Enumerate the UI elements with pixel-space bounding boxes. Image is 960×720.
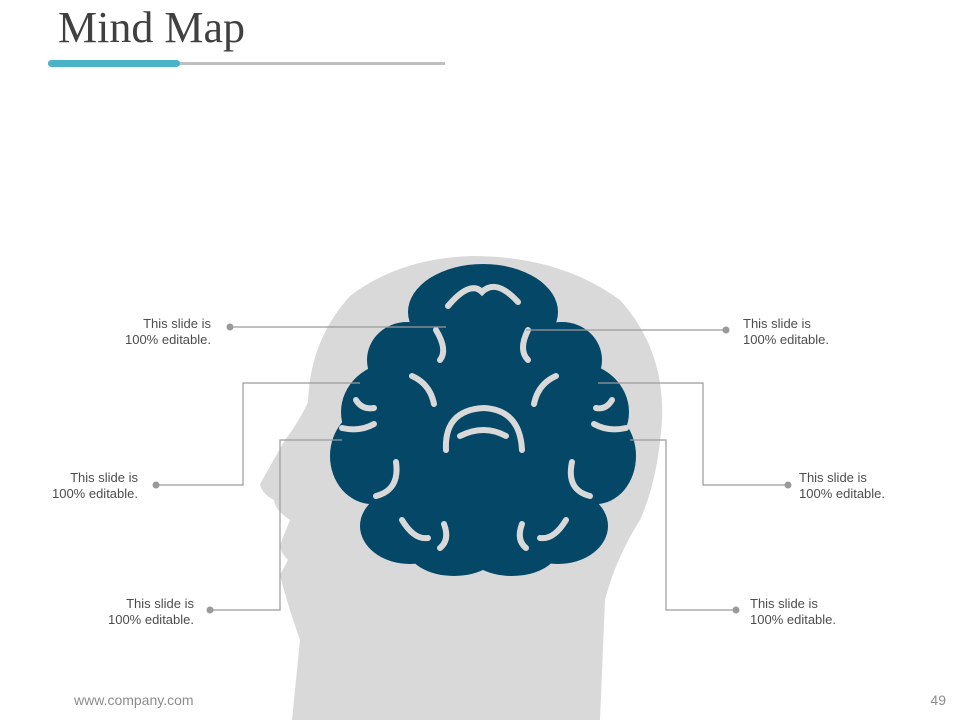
callout-line1: This slide is	[799, 470, 867, 485]
callout-line2: 100% editable.	[107, 612, 194, 627]
callout-label-left-middle: This slide is 100% editable.	[52, 470, 138, 502]
callout-line1: This slide is	[750, 596, 818, 611]
connector-left-bottom	[210, 439, 342, 611]
callout-label-left-bottom: This slide is 100% editable.	[108, 596, 194, 628]
connector-dot	[732, 606, 740, 614]
page-number: 49	[930, 692, 946, 708]
connector-dot	[784, 481, 792, 489]
callout-line2: 100% editable.	[124, 332, 211, 347]
connector-dot	[206, 606, 214, 614]
slide-title: Mind Map	[58, 3, 245, 52]
connector-dot	[722, 326, 730, 334]
title-accent-bar	[48, 60, 180, 67]
footer-url[interactable]: www.company.com	[74, 692, 194, 708]
callout-line2: 100% editable.	[750, 612, 837, 627]
connector-dot	[226, 323, 234, 331]
title-underline	[48, 62, 445, 65]
callout-label-right-top: This slide is 100% editable.	[743, 316, 829, 348]
connector-dot	[152, 481, 160, 489]
callout-line1: This slide is	[70, 470, 138, 485]
callout-line1: This slide is	[743, 316, 811, 331]
callout-line2: 100% editable.	[743, 332, 830, 347]
callout-label-left-top: This slide is 100% editable.	[125, 316, 211, 348]
brain-icon	[330, 264, 636, 576]
callout-line1: This slide is	[126, 596, 194, 611]
connector-right-bottom	[630, 439, 736, 611]
callout-label-right-bottom: This slide is 100% editable.	[750, 596, 836, 628]
callout-line2: 100% editable.	[799, 486, 886, 501]
callout-label-right-middle: This slide is 100% editable.	[799, 470, 885, 502]
callout-line1: This slide is	[143, 316, 211, 331]
callout-line2: 100% editable.	[51, 486, 138, 501]
connector-left-middle	[156, 382, 360, 486]
connector-right-middle	[598, 382, 788, 486]
connector-lines	[156, 326, 788, 611]
connector-dots	[152, 323, 792, 614]
